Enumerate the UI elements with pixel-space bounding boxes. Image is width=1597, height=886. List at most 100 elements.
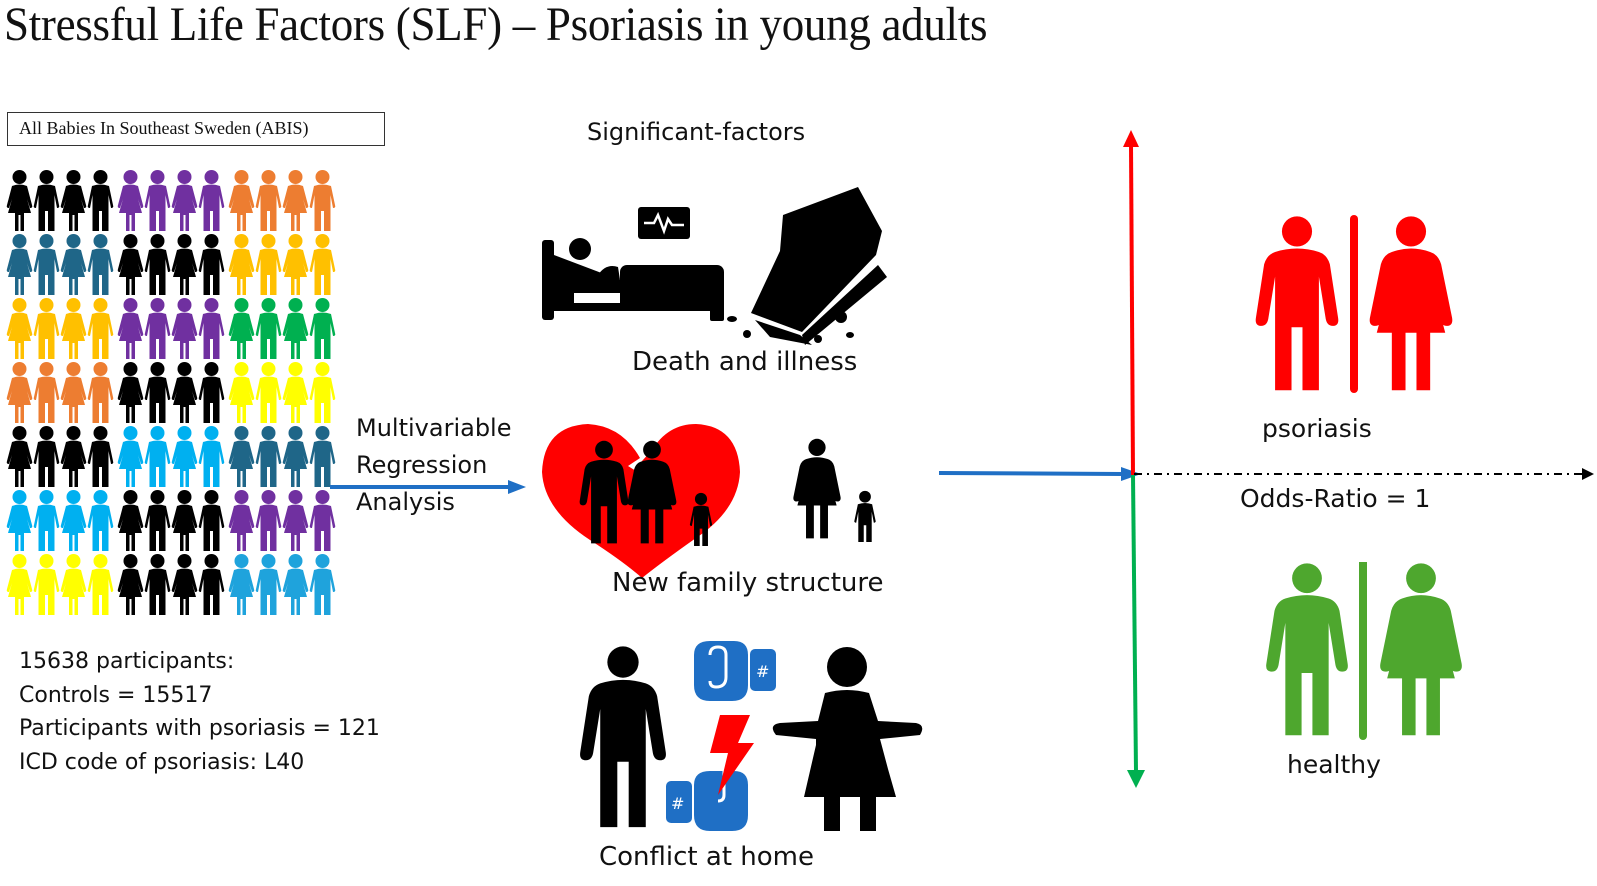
people-group xyxy=(228,168,336,231)
boy-figure-icon xyxy=(309,490,336,551)
stats-psoriasis-count: Participants with psoriasis = 121 xyxy=(19,716,380,741)
girl-figure-icon xyxy=(282,490,309,551)
people-group xyxy=(6,296,114,359)
people-group xyxy=(6,232,114,295)
boy-figure-icon xyxy=(198,298,225,359)
boy-figure-icon xyxy=(144,298,171,359)
psoriasis-people-icon xyxy=(1255,215,1453,393)
boy-figure-icon xyxy=(198,490,225,551)
healthy-people-icon xyxy=(1266,562,1462,740)
boy-figure-icon xyxy=(33,234,60,295)
boy-figure-icon xyxy=(87,234,114,295)
girl-figure-icon xyxy=(6,298,33,359)
factor-label-conflict-at-home: Conflict at home xyxy=(599,842,814,872)
outcome-label-healthy: healthy xyxy=(1287,750,1381,779)
girl-figure-icon xyxy=(228,554,255,615)
boy-figure-icon xyxy=(33,298,60,359)
girl-figure-icon xyxy=(282,170,309,231)
girl-figure-icon xyxy=(171,298,198,359)
analysis-line-3: Analysis xyxy=(356,488,455,516)
girl-figure-icon xyxy=(282,426,309,487)
page-title: Stressful Life Factors (SLF) – Psoriasis… xyxy=(4,0,988,51)
woman-icon xyxy=(1369,216,1453,391)
people-group xyxy=(228,360,336,423)
people-grid xyxy=(6,168,336,616)
boy-figure-icon xyxy=(309,298,336,359)
increased-risk-arrow xyxy=(1129,143,1135,476)
factor-label-death-illness: Death and illness xyxy=(632,347,858,377)
boy-figure-icon xyxy=(144,234,171,295)
boy-figure-icon xyxy=(198,362,225,423)
boy-figure-icon xyxy=(144,362,171,423)
girl-figure-icon xyxy=(117,554,144,615)
boy-figure-icon xyxy=(198,554,225,615)
boy-figure-icon xyxy=(309,362,336,423)
analysis-line-2: Regression xyxy=(356,451,488,479)
girl-figure-icon xyxy=(117,426,144,487)
boy-figure-icon xyxy=(87,426,114,487)
people-group xyxy=(228,424,336,487)
girl-figure-icon xyxy=(282,298,309,359)
analysis-line-1: Multivariable xyxy=(356,414,512,442)
boy-figure-icon xyxy=(255,298,282,359)
stats-controls: Controls = 15517 xyxy=(19,682,213,708)
boy-figure-icon xyxy=(255,362,282,423)
svg-text:#: # xyxy=(671,794,684,813)
girl-figure-icon xyxy=(60,554,87,615)
boy-figure-icon xyxy=(33,170,60,231)
woman-icon xyxy=(1380,563,1462,736)
coffin-icon xyxy=(727,187,887,345)
boy-figure-icon xyxy=(144,554,171,615)
boxing-gloves-icon: # # xyxy=(666,641,776,831)
people-group xyxy=(117,232,225,295)
arrow-up-icon xyxy=(1123,130,1139,147)
boy-figure-icon xyxy=(255,490,282,551)
man-icon xyxy=(1255,216,1339,391)
people-group xyxy=(6,168,114,231)
boy-figure-icon xyxy=(144,426,171,487)
people-group xyxy=(117,168,225,231)
girl-figure-icon xyxy=(6,426,33,487)
boy-figure-icon xyxy=(33,554,60,615)
girl-figure-icon xyxy=(117,362,144,423)
boy-figure-icon xyxy=(198,234,225,295)
svg-text:#: # xyxy=(756,662,769,681)
people-group xyxy=(228,232,336,295)
boy-figure-icon xyxy=(255,554,282,615)
cohort-stats: 15638 participants: Controls = 15517 Par… xyxy=(19,645,380,779)
people-group xyxy=(117,424,225,487)
odds-ratio-axis xyxy=(1123,130,1145,788)
factors-heading: Significant-factors xyxy=(587,118,806,146)
boy-figure-icon xyxy=(87,490,114,551)
boy-figure-icon xyxy=(309,170,336,231)
baseline-or-1-line xyxy=(1134,468,1594,480)
factor-label-new-family-structure: New family structure xyxy=(612,568,884,598)
people-group xyxy=(228,488,336,551)
girl-figure-icon xyxy=(6,554,33,615)
girl-figure-icon xyxy=(117,234,144,295)
people-group xyxy=(117,360,225,423)
lightning-icon xyxy=(710,715,754,795)
boy-figure-icon xyxy=(198,426,225,487)
girl-figure-icon xyxy=(228,234,255,295)
girl-figure-icon xyxy=(6,490,33,551)
arrow-to-outcome-icon xyxy=(938,467,1141,481)
boy-figure-icon xyxy=(87,362,114,423)
girl-figure-icon xyxy=(6,362,33,423)
boy-figure-icon xyxy=(255,234,282,295)
analysis-label: Multivariable Regression Analysis xyxy=(356,410,511,521)
girl-figure-icon xyxy=(282,554,309,615)
boy-figure-icon xyxy=(309,554,336,615)
divider-icon xyxy=(1359,562,1367,740)
people-group xyxy=(6,552,114,615)
boy-figure-icon xyxy=(33,362,60,423)
death-and-illness-icon xyxy=(542,187,887,345)
divider-icon xyxy=(1350,215,1358,393)
single-parent-icon xyxy=(793,438,876,542)
girl-figure-icon xyxy=(171,426,198,487)
girl-figure-icon xyxy=(171,490,198,551)
conflict-at-home-icon: # # xyxy=(580,641,923,831)
man-icon xyxy=(580,646,666,828)
outcome-label-psoriasis: psoriasis xyxy=(1262,414,1372,443)
people-group xyxy=(228,296,336,359)
